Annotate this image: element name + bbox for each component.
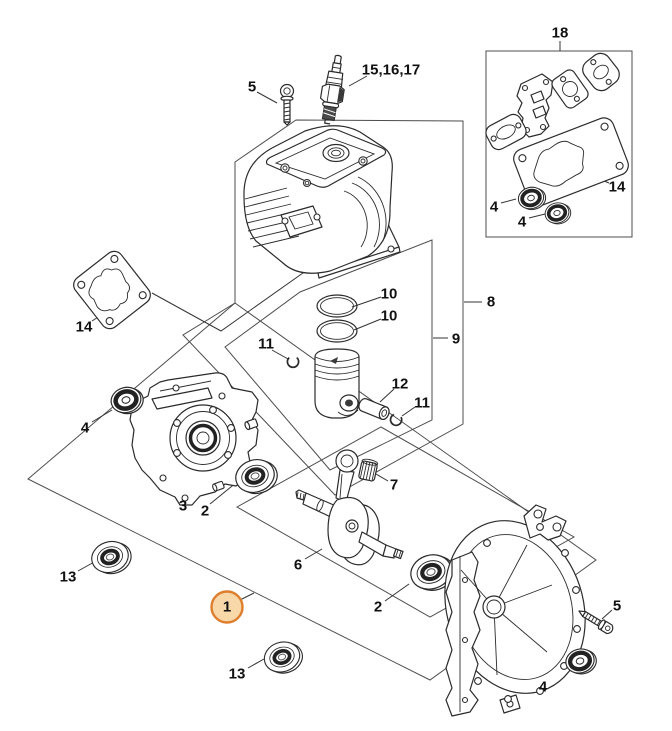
part-label-12: 12 xyxy=(391,375,409,393)
crankcase-left-drawing xyxy=(129,372,259,506)
part-label-10-b: 10 xyxy=(380,307,398,325)
part-label-2-mid: 2 xyxy=(373,598,383,616)
part-label-4-right: 4 xyxy=(538,678,548,696)
needle-bearing-cage-drawing xyxy=(358,458,379,482)
plate-crankshaft-group xyxy=(235,426,576,618)
part-label-1-highlight[interactable]: 1 xyxy=(222,598,232,616)
plate-cylinder-group xyxy=(182,119,464,496)
piston-ring-a-drawing xyxy=(316,294,358,318)
part-label-15-16-17: 15,16,17 xyxy=(361,61,421,79)
flange-gasket-drawing xyxy=(582,52,620,92)
exhaust-gasket-drawing xyxy=(485,113,527,151)
part-label-4-box-b: 4 xyxy=(517,213,527,231)
carburetor-gasket-drawing xyxy=(551,69,589,109)
part-label-3: 3 xyxy=(178,497,188,515)
manifold-gasket-drawing xyxy=(516,73,554,138)
plate-piston-group xyxy=(224,239,433,471)
piston-ring-b-drawing xyxy=(316,319,358,343)
oil-seal-box-b xyxy=(541,198,575,229)
part-label-13-top: 13 xyxy=(59,568,77,586)
spark-plug-drawing xyxy=(319,54,345,125)
part-label-4-left: 4 xyxy=(80,419,90,437)
highlight-circle[interactable] xyxy=(210,590,244,624)
ball-bearing-13-top xyxy=(85,534,138,581)
part-label-5-right: 5 xyxy=(612,597,622,615)
part-label-6: 6 xyxy=(293,556,303,574)
crankcase-right-drawing xyxy=(444,504,586,717)
part-label-13-bottom: 13 xyxy=(228,665,246,683)
part-label-11-left: 11 xyxy=(258,335,274,353)
part-label-18: 18 xyxy=(551,24,569,42)
crankshaft-drawing xyxy=(295,449,404,566)
base-gasket-left-drawing xyxy=(73,250,151,330)
screw-top-drawing xyxy=(279,83,295,126)
cylinder-drawing xyxy=(243,125,401,279)
ball-bearing-13-bottom xyxy=(258,635,309,680)
piston-pin-drawing xyxy=(358,398,390,420)
part-label-10-a: 10 xyxy=(380,285,398,303)
part-label-7: 7 xyxy=(389,476,399,494)
circlip-left-drawing xyxy=(286,356,300,369)
assembly-plates xyxy=(27,50,633,681)
piston-drawing xyxy=(314,348,360,419)
part-label-14-left: 14 xyxy=(75,318,93,336)
part-label-5-top: 5 xyxy=(247,78,257,96)
part-label-11-right: 11 xyxy=(414,394,430,412)
part-label-9: 9 xyxy=(451,330,461,348)
part-label-4-box-a: 4 xyxy=(489,198,499,216)
part-label-8: 8 xyxy=(486,293,496,311)
plate-crankcase-group xyxy=(27,302,597,681)
screw-right-drawing xyxy=(578,610,614,635)
part-label-2-left: 2 xyxy=(200,502,210,520)
part-label-14-box: 14 xyxy=(608,178,626,196)
gasket-set-box xyxy=(485,50,633,238)
